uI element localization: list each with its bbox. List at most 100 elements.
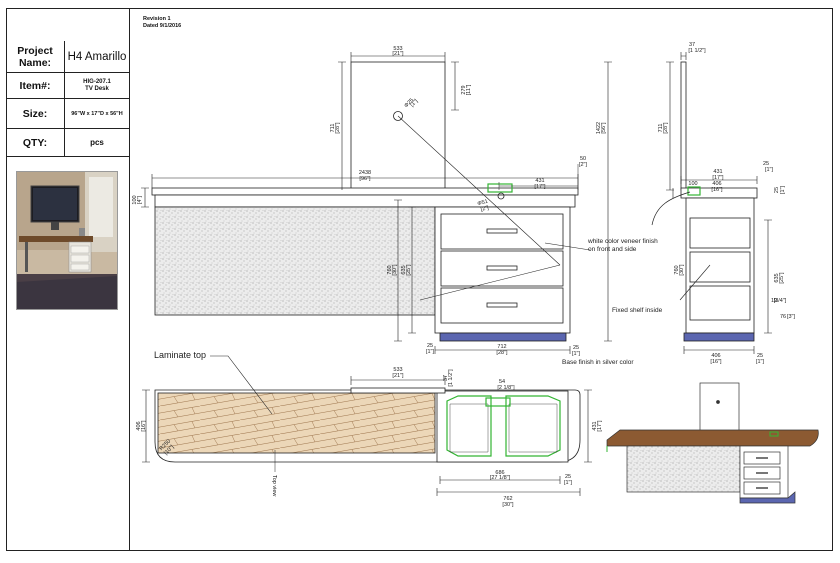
dim-side-base-in: [16"] [710,359,722,365]
dim-side-panel-height-in: [28"] [663,122,669,134]
dim-shelf-offset: 76 [780,314,786,320]
dim-panel-height-in: [28"] [335,122,341,134]
project-label: Project Name: [6,41,65,72]
dim-base-height-right-in: [1"] [572,351,581,357]
item-name: TV Desk [85,85,109,92]
iso-silver-base [739,491,796,504]
dim-desk-height-in: [30"] [392,264,398,276]
note-veneer-line2: on front and side [588,246,637,253]
revision-line: Revision 1 [143,16,171,22]
dim-side-cabinet-height-in: [25"] [779,272,785,284]
dim-side-inner-in: [16"] [711,187,723,193]
front-silver-base [439,332,567,342]
dim-top-thickness: 100 [132,195,138,204]
dim-side-d-in: [17"] [712,175,724,181]
iso-tv-panel [699,382,740,434]
dim-side-height-in: [30"] [679,264,685,276]
plan-cabinet-left-door [446,395,492,457]
hotel-room-photo-image [17,172,117,309]
iso-stone-panel [626,445,741,493]
front-drawer-3 [440,287,564,324]
dim-side-base-h: 25 [757,353,763,359]
dim-plan-panel-thickness: 37 [443,375,449,381]
dim-total-width-in: [96"] [359,176,371,182]
dim-side-base: 406 [711,353,720,359]
qty-label: QTY: [6,129,65,156]
dim-base-height: 25 [427,343,433,349]
front-drawer-1 [440,213,564,250]
plan-laminate-top [157,392,436,454]
size-value: 96"W x 17"D x 56"H [71,110,123,117]
dim-cabinet-height: 635 [401,265,407,274]
dim-grommet: Φ51 [477,199,489,208]
title-block-item-row: Item#: HIG-207.1 TV Desk [6,73,130,99]
front-grommet-highlight [487,183,513,193]
front-grommet [497,192,505,200]
front-stone-leg-panel [154,206,436,316]
dim-side-gap: 25 [763,161,769,167]
dim-cabinet-width: 712 [497,344,506,350]
isometric-view [606,382,819,504]
dim-side-height: 760 [674,265,680,274]
note-base-finish: Base finish in silver color [562,359,634,366]
dim-shelf: 19 [771,298,777,304]
front-drawer-2 [440,250,564,287]
dim-panel-width: 533 [393,46,402,52]
front-tv-panel [350,61,446,191]
front-dimension-text: 533 [21"] 711 [28"] Φ25 [1"] 279 [11"] 2… [132,46,607,357]
dim-plan-depth: 406 [136,421,142,430]
dim-base-height-right: 25 [573,345,579,351]
dim-plan-cabinet-gap: 25 [565,474,571,480]
note-laminate-top: Laminate top [154,350,206,360]
dim-top-thickness-in: [4"] [137,195,143,204]
dim-shelf-in: [3/4"] [774,298,787,304]
dim-plan-cabinet-depth: 431 [592,421,598,430]
drawer-pull-1 [486,228,518,234]
iso-tv-hole [716,400,720,404]
title-block-size-row: Size: 96"W x 17"D x 56"H [6,99,130,129]
iso-grommet [769,431,779,437]
size-label: Size: [6,99,65,128]
side-elevation [651,52,772,354]
dim-hole-diameter-in: [1"] [409,98,419,108]
side-silver-base [683,332,755,342]
front-top-edge [154,194,576,208]
plan-grommet-highlight [485,397,511,407]
plan-tv-panel [350,387,446,394]
note-veneer-line1: white color veneer finish [587,238,658,245]
dim-side-depth: 37 [689,42,695,48]
iso-desktop [606,429,819,447]
dim-grommet-in: [2"] [480,205,490,213]
side-cabinet [685,197,755,334]
drawer-pull-2 [486,265,518,271]
dim-plan-panel-width-in: [21"] [392,373,404,379]
side-grommet-highlight [687,186,701,196]
reference-photo [16,171,118,310]
dim-total-width: 2438 [359,170,371,176]
dim-plan-cabinet-depth-in: [17"] [597,420,603,432]
dim-total-height-in: [56"] [601,122,607,134]
dim-shelf-offset-in: [3"] [787,314,796,320]
dim-cabinet-height-in: [25"] [406,264,412,276]
title-block-qty-row: QTY: pcs [6,129,130,157]
dim-side-depth-in: [1 1/2"] [688,48,706,54]
qty-value: pcs [90,138,104,147]
dim-panel-height: 711 [330,124,336,133]
title-block-project-row: Project Name: H4 Amarillo [6,41,130,73]
dim-plan-panel-width: 533 [393,367,402,373]
dim-side-gap-2-in: [1"] [780,185,786,194]
dim-side-d: 431 [713,169,722,175]
side-drawer-2 [689,251,751,283]
front-elevation [141,52,612,354]
project-value: H4 Amarillo [67,50,127,63]
dim-side-inner: 406 [712,181,721,187]
plan-dimension-text: 533 [21"] 37 [1 1/2"] 406 [16"] R250 [10… [136,367,603,508]
front-tv-hole [393,111,403,121]
plan-view [142,355,592,496]
side-dimension-text: 37 [1 1/2"] 711 [28"] 431 [17"] 25 [1"] … [658,42,796,365]
dim-hole-offset-in: [11"] [466,84,472,95]
dim-side-top: 100 [688,181,697,187]
note-fixed-shelf: Fixed shelf inside [612,307,663,314]
dim-drawer-width-in: [17"] [534,184,546,190]
dim-plan-total-in: [30"] [502,502,514,508]
